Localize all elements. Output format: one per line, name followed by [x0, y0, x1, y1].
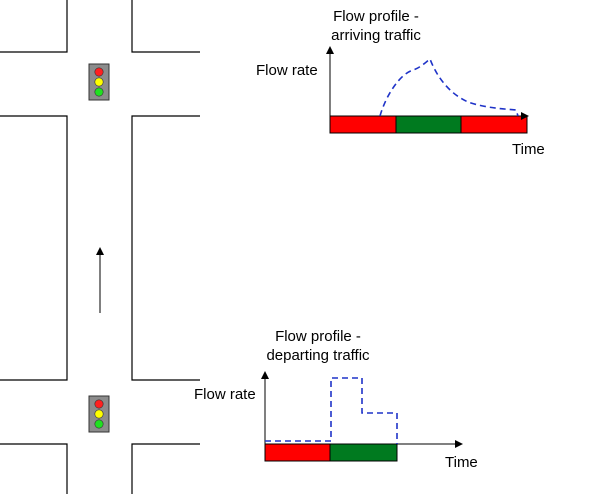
- departing-flow-curve: [265, 377, 398, 444]
- arriving-flow-profile: Flow profile - arriving traffic Flow rat…: [256, 8, 545, 158]
- arriving-red-phase-2: [460, 115, 528, 134]
- arriving-green-phase: [395, 115, 462, 134]
- road-network: [0, 0, 200, 494]
- departing-flow-profile: Flow profile - departing traffic Flow ra…: [194, 328, 478, 471]
- traffic-signal-icon: [88, 63, 110, 101]
- arriving-title-line1: Flow profile -: [333, 8, 419, 25]
- arriving-x-axis-label: Time: [512, 141, 545, 158]
- departing-title-line1: Flow profile -: [275, 328, 361, 345]
- road-edge-bottom-left: [0, 443, 68, 494]
- road-edge-bottom-right: [131, 443, 200, 494]
- departing-red-phase: [264, 443, 331, 462]
- traffic-signal-icon: [88, 395, 110, 433]
- road-edge-mid-right: [131, 115, 200, 381]
- departing-y-axis-label: Flow rate: [194, 386, 256, 403]
- departing-green-phase: [329, 443, 398, 462]
- arriving-y-axis-label: Flow rate: [256, 62, 318, 79]
- road-edge-top-right-vertical: [131, 0, 200, 53]
- road-edge-mid-left: [0, 115, 68, 381]
- departing-x-axis-label: Time: [445, 454, 478, 471]
- arriving-title-line2: arriving traffic: [331, 27, 421, 44]
- arriving-red-phase-1: [329, 115, 397, 134]
- arriving-flow-curve: [379, 57, 519, 117]
- departing-title-line2: departing traffic: [266, 347, 370, 364]
- road-edge-top-left-vertical: [0, 0, 68, 53]
